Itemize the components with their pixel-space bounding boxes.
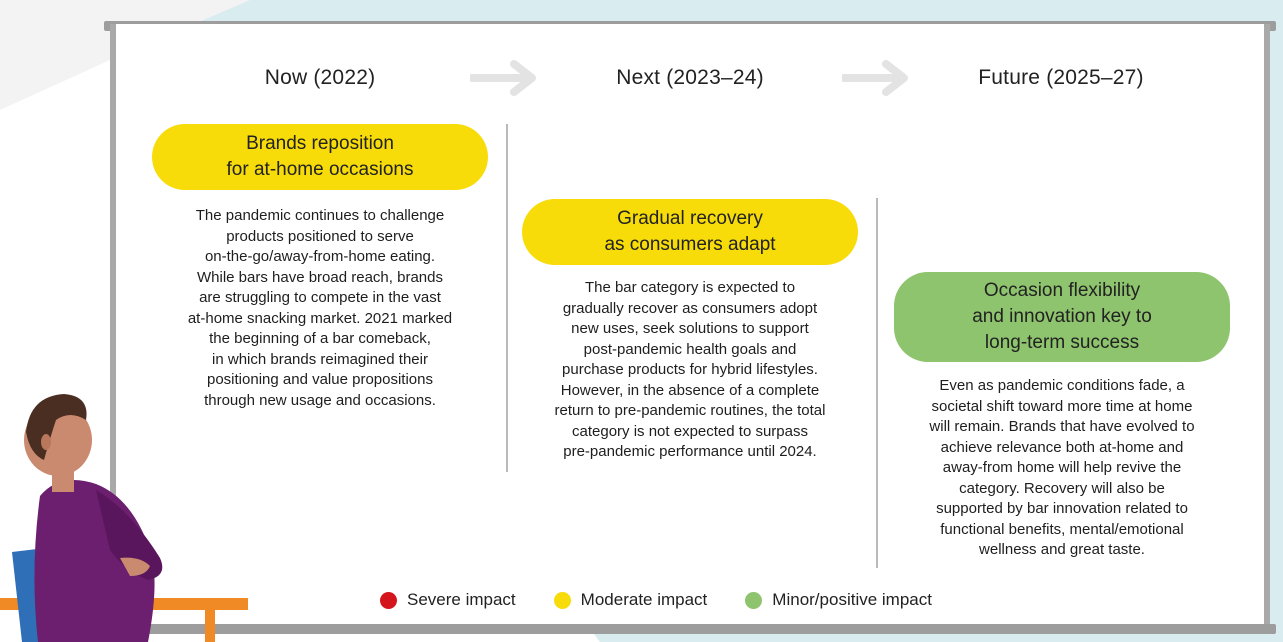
headline-pill-future: Occasion flexibility and innovation key … xyxy=(894,272,1230,362)
headline-line: Occasion flexibility xyxy=(983,280,1141,301)
right-arrow-icon xyxy=(470,60,536,96)
legend-item-moderate: Moderate impact xyxy=(553,590,708,610)
body-line: While bars have broad reach, brands xyxy=(197,268,443,286)
column-divider xyxy=(876,198,878,568)
body-line: in which brands reimagined their xyxy=(212,350,428,368)
body-line: Even as pandemic conditions fade, a xyxy=(939,377,1185,394)
body-line: functional benefits, mental/emotional xyxy=(940,520,1184,538)
headline-pill-now: Brands reposition for at-home occasions xyxy=(152,124,488,190)
person-illustration xyxy=(0,394,248,642)
headline-line: Brands reposition xyxy=(246,133,394,154)
headline-line: long-term success xyxy=(984,332,1140,353)
body-line: products positioned to serve xyxy=(226,227,414,245)
body-line: purchase products for hybrid lifestyles. xyxy=(562,361,818,378)
headline-line: as consumers adapt xyxy=(604,234,776,255)
headline-line: for at-home occasions xyxy=(226,159,414,180)
body-line: category is not expected to surpass xyxy=(572,422,808,440)
body-line: return to pre-pandemic routines, the tot… xyxy=(554,402,826,419)
impact-legend: Severe impact Moderate impact Minor/posi… xyxy=(380,588,970,612)
board-bottom-rail xyxy=(104,624,1276,634)
body-line: societal shift toward more time at home xyxy=(931,397,1193,415)
body-text-future: Even as pandemic conditions fade, a soci… xyxy=(890,376,1234,561)
body-line: achieve relevance both at-home and xyxy=(940,438,1184,456)
yellow-dot-icon xyxy=(553,591,571,609)
body-line: positioning and value propositions xyxy=(207,371,433,388)
body-line: The bar category is expected to xyxy=(584,279,796,296)
headline-pill-next: Gradual recovery as consumers adapt xyxy=(522,199,858,265)
body-line: are struggling to compete in the vast xyxy=(199,289,441,306)
body-line: category. Recovery will also be xyxy=(959,479,1165,497)
body-line: post-pandemic health goals and xyxy=(583,340,797,358)
headline-line: and innovation key to xyxy=(972,306,1152,327)
right-arrow-icon xyxy=(842,60,908,96)
column-title-future: Future (2025–27) xyxy=(978,66,1144,89)
body-line: supported by bar innovation related to xyxy=(936,500,1188,517)
body-text-next: The bar category is expected to graduall… xyxy=(520,278,860,463)
legend-label: Moderate impact xyxy=(580,590,708,609)
body-line: new uses, seek solutions to support xyxy=(571,320,809,337)
column-divider xyxy=(506,124,508,472)
column-title-next: Next (2023–24) xyxy=(616,66,764,89)
body-line: away-from home will help revive the xyxy=(942,459,1182,476)
legend-item-minor: Minor/positive impact xyxy=(745,590,932,610)
body-line: However, in the absence of a complete xyxy=(560,381,820,399)
legend-item-severe: Severe impact xyxy=(380,590,516,610)
green-dot-icon xyxy=(745,591,763,609)
body-line: at-home snacking market. 2021 marked xyxy=(187,309,453,327)
legend-label: Minor/positive impact xyxy=(772,590,932,609)
body-line: will remain. Brands that have evolved to xyxy=(929,418,1195,435)
body-text-now: The pandemic continues to challenge prod… xyxy=(150,206,490,411)
red-dot-icon xyxy=(380,591,397,609)
body-line: the beginning of a bar comeback, xyxy=(209,330,431,347)
body-line: on-the-go/away-from-home eating. xyxy=(204,248,436,265)
body-line: through new usage and occasions. xyxy=(204,391,436,409)
body-line: pre-pandemic performance until 2024. xyxy=(563,443,817,460)
legend-label: Severe impact xyxy=(407,590,516,609)
body-line: gradually recover as consumers adopt xyxy=(562,299,818,317)
headline-line: Gradual recovery xyxy=(617,208,763,229)
column-title-now: Now (2022) xyxy=(264,66,376,89)
body-line: wellness and great taste. xyxy=(979,541,1145,558)
body-line: The pandemic continues to challenge xyxy=(195,207,445,224)
